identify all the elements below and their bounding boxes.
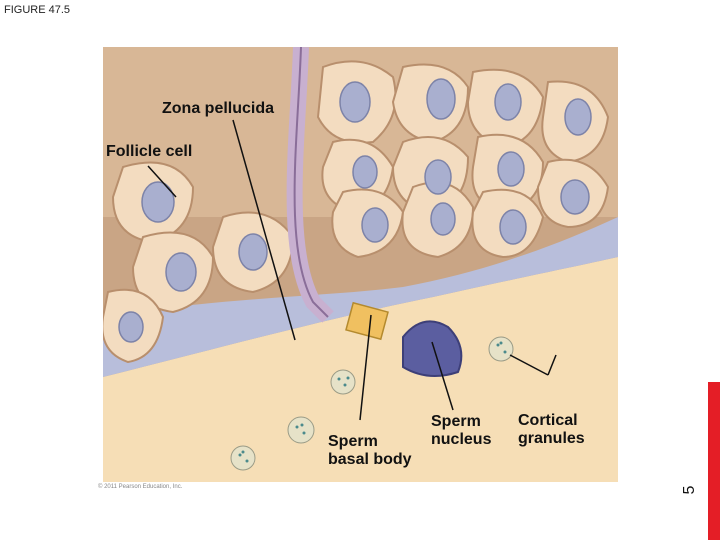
figure-label: FIGURE 47.5: [4, 4, 71, 16]
cortical-granules: [230, 336, 514, 471]
label-sperm-nucleus: Sperm nucleus: [431, 413, 492, 448]
label-zona-pellucida: Zona pellucida: [162, 100, 275, 117]
label-cortical-granules: Cortical granules: [518, 412, 585, 447]
accent-bar: [708, 382, 720, 540]
copyright-text: © 2011 Pearson Education, Inc.: [98, 484, 183, 490]
slide-number: 5: [681, 485, 698, 495]
label-follicle-cell: Follicle cell: [106, 143, 193, 160]
label-sperm-basal-body: Sperm basal body: [328, 433, 412, 468]
zona-pellucida: [103, 217, 618, 377]
